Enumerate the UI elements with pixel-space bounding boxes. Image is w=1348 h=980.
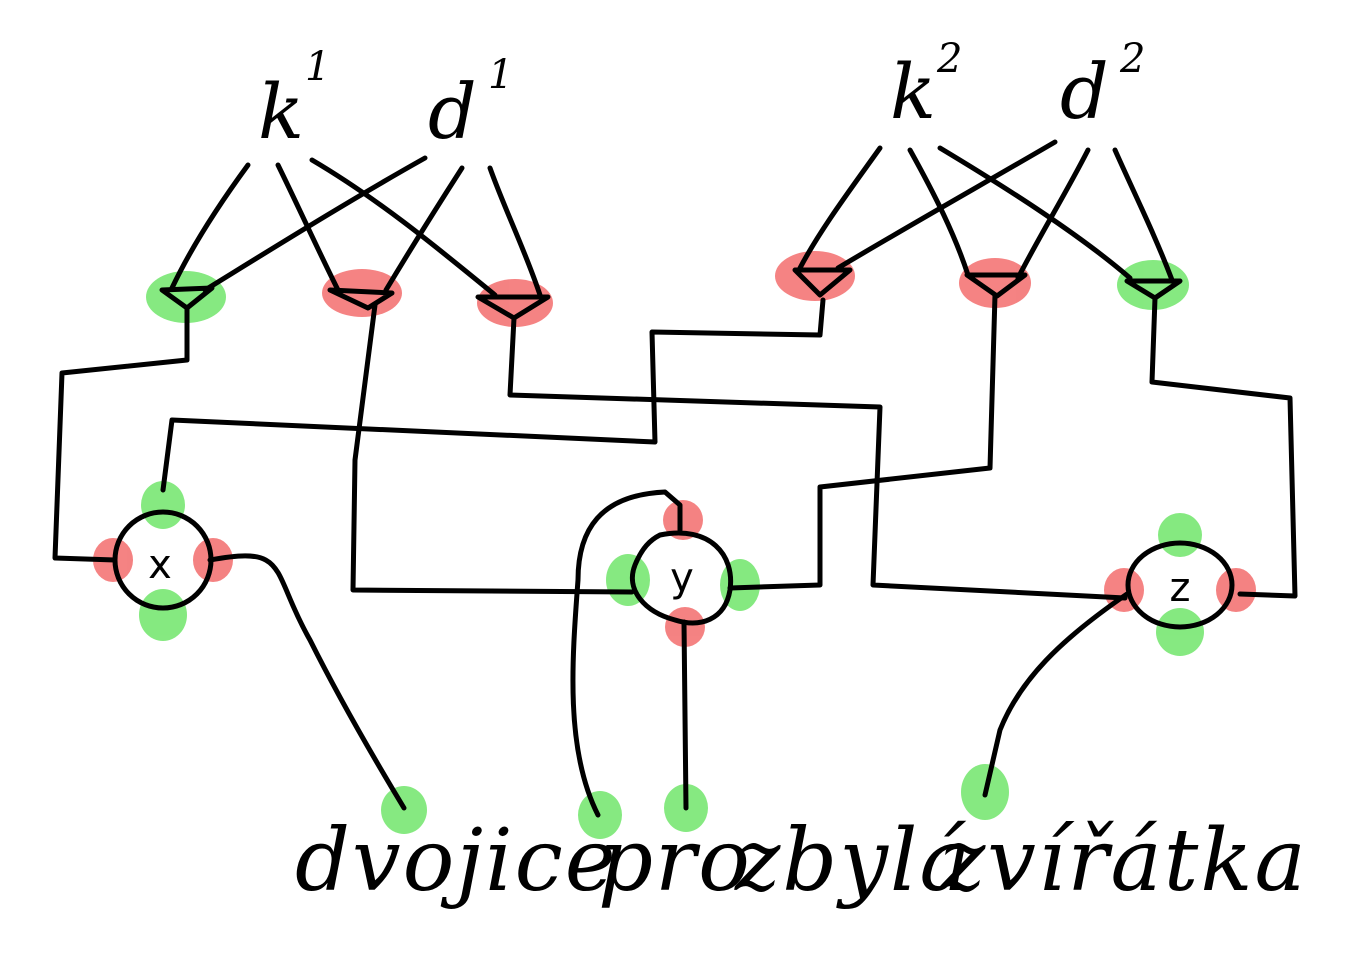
d1-to-splitter-2 — [383, 165, 465, 293]
node-z-bottom-green — [1156, 608, 1204, 656]
d2-to-splitter-6 — [1112, 147, 1175, 283]
splitter-1-green-blob — [146, 271, 226, 323]
splitter-5 — [964, 272, 1028, 299]
node-z-label: z — [1170, 565, 1191, 611]
node-y: y — [629, 530, 734, 626]
d1-to-splitter-1 — [202, 155, 428, 293]
node-z-circle — [1125, 540, 1235, 630]
splitter-3 — [475, 294, 551, 321]
node-x-bottom-green — [139, 589, 187, 641]
label-d1-sup: 1 — [488, 52, 513, 98]
wire-s1-to-x-left — [52, 305, 190, 563]
caption-word-3: zbylá — [734, 811, 973, 911]
label-d2-base: d — [1060, 47, 1109, 136]
wires — [52, 292, 1298, 818]
caption-word-1: dvojice — [295, 811, 618, 911]
d1-to-splitter-3 — [487, 165, 543, 298]
splitter-3-red-blob — [477, 279, 553, 327]
node-x-circle — [112, 509, 214, 611]
wire-z-to-output-4 — [982, 591, 1130, 798]
splitter-4-red-blob — [775, 251, 855, 301]
label-k2-base: k — [890, 47, 936, 136]
caption-word-4: zvířátka — [939, 811, 1308, 911]
wire-y-top-to-output-2 — [570, 489, 683, 818]
wire-x-to-output-1 — [207, 553, 407, 811]
node-x-top-green — [141, 481, 185, 529]
splitter-1 — [159, 285, 215, 311]
node-x-label: x — [148, 542, 172, 588]
splitter-2 — [327, 287, 395, 311]
label-d1-base: d — [428, 67, 477, 156]
node-z-right-red — [1216, 568, 1256, 612]
variable-labels: k 1 d 1 k 2 d 2 — [258, 36, 1145, 156]
d2-to-splitter-5 — [1015, 147, 1091, 281]
d2-to-splitter-4 — [835, 139, 1058, 271]
wire-s2-to-y-left — [350, 302, 635, 595]
terminal-highlights — [93, 251, 1256, 839]
k1-to-splitter-3 — [309, 157, 498, 298]
caption: dvojice pro zbylá zvířátka — [295, 811, 1308, 911]
node-y-left-green — [606, 554, 650, 606]
node-x: x — [112, 509, 214, 611]
k2-to-splitter-5 — [907, 147, 971, 278]
node-z: z — [1125, 540, 1235, 630]
wire-s6-to-z-right — [1149, 295, 1298, 599]
node-y-label: y — [670, 555, 694, 601]
wire-s5-to-y-right — [727, 292, 998, 591]
label-d2-sup: 2 — [1119, 36, 1145, 82]
caption-word-2: pro — [598, 811, 752, 911]
label-k1-base: k — [258, 67, 304, 156]
splitter-6 — [1124, 278, 1183, 301]
splitters — [159, 267, 1183, 321]
k2-to-splitter-4 — [797, 145, 883, 271]
k2-to-splitter-6 — [937, 145, 1133, 281]
node-z-top-green — [1158, 513, 1202, 557]
node-y-shape — [629, 530, 734, 626]
splitter-5-red-blob — [959, 258, 1031, 308]
wire-s3-to-z-left — [507, 315, 1128, 601]
label-k1-sup: 1 — [305, 44, 330, 90]
fan-lines — [169, 139, 1175, 298]
label-k2-sup: 2 — [936, 36, 962, 82]
k1-to-splitter-2 — [275, 162, 341, 293]
k1-to-splitter-1 — [169, 162, 251, 291]
wire-y-bottom-to-output-3 — [681, 619, 689, 811]
wire-s4-to-x-top — [160, 297, 826, 493]
splitter-4 — [792, 267, 853, 298]
node-y-top-red — [663, 500, 703, 540]
